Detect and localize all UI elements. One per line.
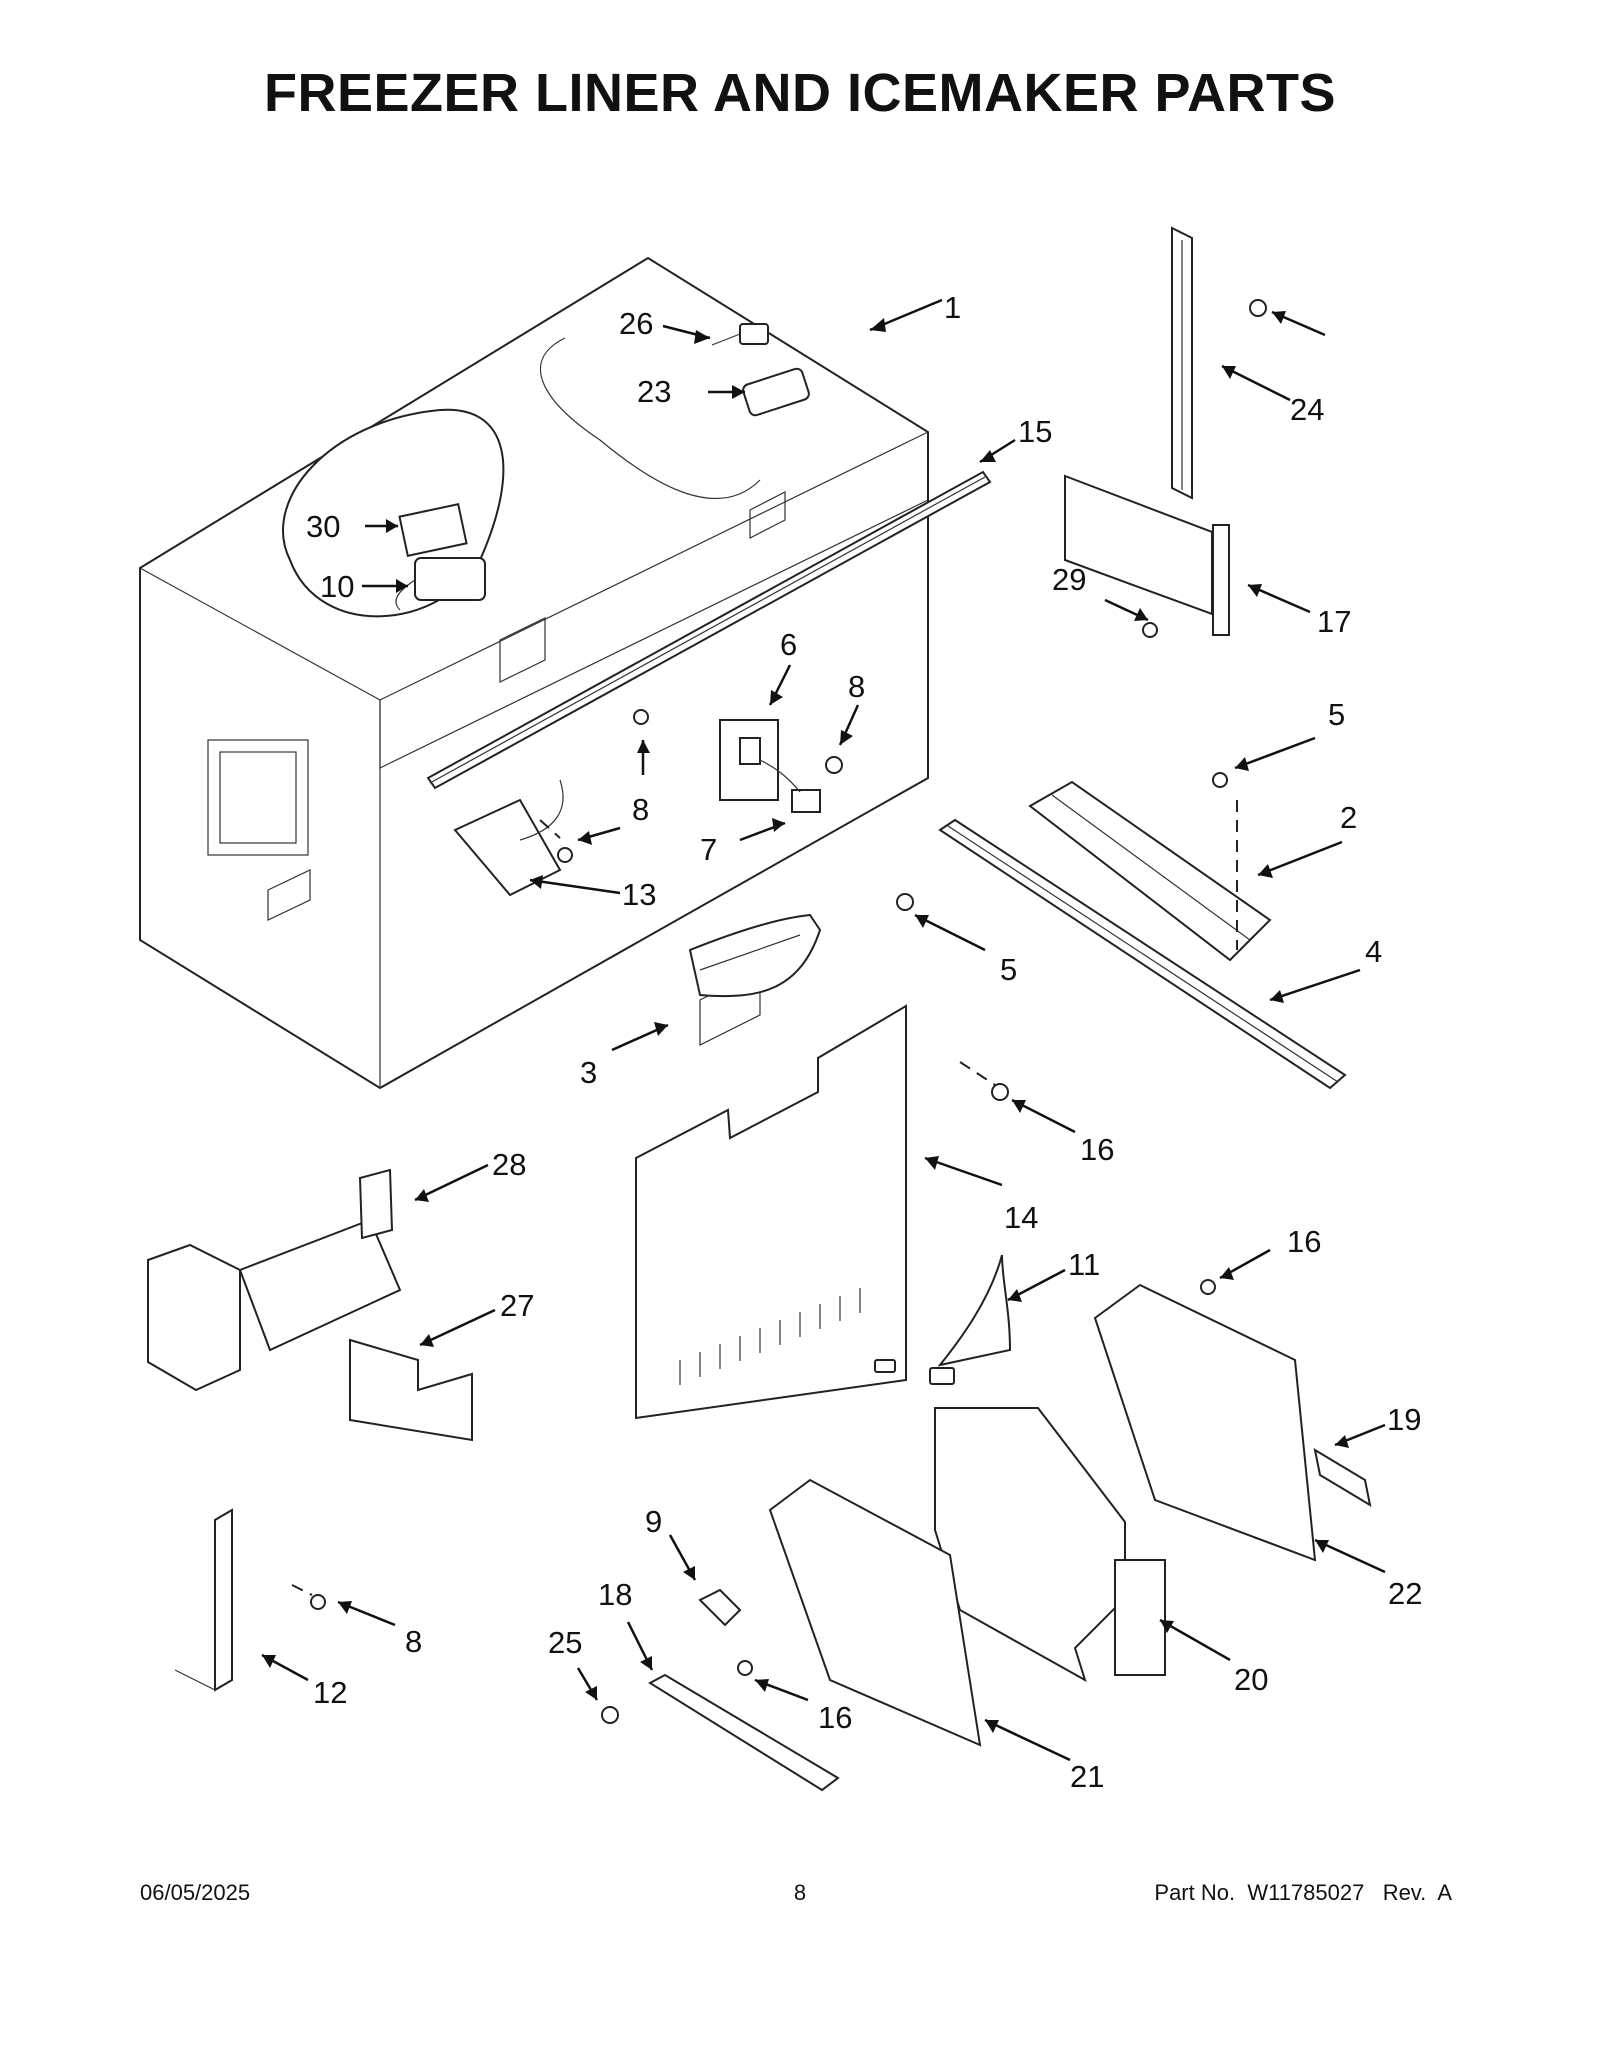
part-number: W11785027 [1247,1880,1365,1905]
harness-11-drawing [874,1254,1012,1385]
part-label: Part No. [1154,1880,1236,1905]
oval-inset-drawing [282,408,505,618]
rev-label: Rev. [1382,1880,1427,1905]
callout-14: 14 [1004,1200,1038,1235]
callout-30: 30 [306,509,340,544]
top-rail-drawing [426,470,992,790]
switch-parts-drawing [719,719,821,813]
callout-12: 12 [313,1675,347,1710]
callout-labels: 1 26 23 15 30 10 6 8 8 7 13 8 24 29 17 5… [306,290,1422,1794]
callout-29: 29 [1052,562,1086,597]
callout-26: 26 [619,306,653,341]
callout-15: 15 [1018,414,1052,449]
callout-arrows [261,298,1386,1762]
callout-23: 23 [637,374,671,409]
callout-8: 8 [632,792,649,827]
callout-17: 17 [1317,604,1351,639]
callout-13: 13 [622,877,656,912]
page-title: FREEZER LINER AND ICEMAKER PARTS [263,63,1337,123]
bracket-12-drawing [174,1508,233,1692]
callout-8: 8 [405,1624,422,1659]
callout-20: 20 [1234,1662,1268,1697]
callout-16: 16 [1287,1224,1321,1259]
callout-8: 8 [848,669,865,704]
rail-19-drawing [1313,1447,1372,1508]
footer-page-number: 8 [793,1880,807,1905]
callout-21: 21 [1070,1759,1104,1794]
callout-22: 22 [1388,1576,1422,1611]
callout-1: 1 [944,290,961,325]
bracket-17-drawing [1064,474,1230,636]
callout-24: 24 [1290,392,1324,427]
callout-10: 10 [320,569,354,604]
icemaker-28-drawing [147,1168,402,1392]
callout-19: 19 [1387,1402,1421,1437]
cover-27-drawing [349,1338,473,1442]
harness-and-housing-drawing [711,323,810,417]
callout-16: 16 [818,1700,852,1735]
callout-5: 5 [1328,697,1345,732]
rail-bracket-2-drawing [1028,780,1272,962]
callout-6: 6 [780,627,797,662]
callout-25: 25 [548,1625,582,1660]
switch-9-drawing [698,1588,742,1627]
panel-21-drawing [768,1478,982,1747]
callout-3: 3 [580,1055,597,1090]
callout-18: 18 [598,1577,632,1612]
footer-part-info: Part No. W11785027 Rev. A [1154,1880,1452,1906]
callout-7: 7 [700,832,717,867]
bracket-13-drawing [453,779,564,897]
slide-rail-4-drawing [938,818,1347,1090]
rail-18-drawing [647,1673,840,1792]
callout-16: 16 [1080,1132,1114,1167]
screws [310,299,1267,1724]
callout-27: 27 [500,1288,534,1323]
callout-28: 28 [492,1147,526,1182]
handle-3-drawing [688,913,822,998]
callout-11: 11 [1068,1247,1100,1282]
callout-5: 5 [1000,952,1017,987]
freezer-liner-drawing [139,256,929,1090]
vertical-rail-24-drawing [1171,226,1193,500]
panel-14-drawing [635,1004,907,1420]
callout-2: 2 [1340,800,1357,835]
panel-22-drawing [1093,1283,1317,1562]
callout-4: 4 [1365,934,1382,969]
callout-9: 9 [645,1504,662,1539]
rev-value: A [1437,1880,1452,1905]
assembly-guide-lines [291,800,1238,1596]
control-box-20-drawing [934,1407,1166,1683]
footer-date: 06/05/2025 [140,1880,251,1905]
